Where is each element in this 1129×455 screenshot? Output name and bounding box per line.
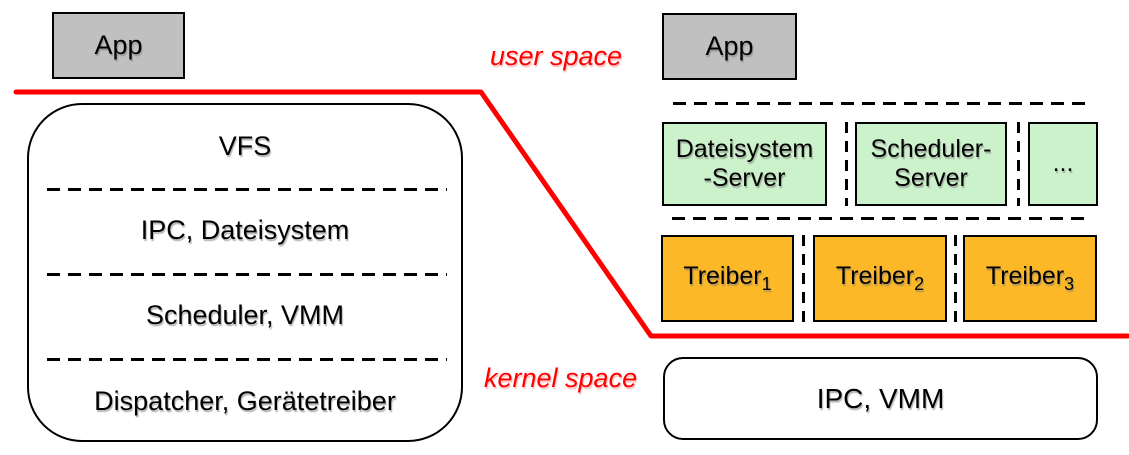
driver-subscript-3: 3 xyxy=(1064,274,1075,294)
kernel-layer-dispatcher-geraetetreiber: Dispatcher, Gerätetreiber xyxy=(94,385,396,416)
app-box-monolithic: App xyxy=(52,12,185,79)
server-box-scheduler: Scheduler- Server xyxy=(855,122,1007,206)
server-divider xyxy=(1017,122,1020,206)
driver-divider xyxy=(802,235,805,322)
server-driver-divider xyxy=(672,217,1085,220)
app-box-microkernel: App xyxy=(662,13,797,80)
driver-subscript-2: 2 xyxy=(914,274,925,294)
microkernel-label: IPC, VMM xyxy=(816,382,945,414)
driver-label-3: Treiber3 xyxy=(985,262,1075,294)
kernel-space-label: kernel space xyxy=(484,363,638,393)
driver-box-2: Treiber2 xyxy=(813,235,947,322)
kernel-layer-vfs: VFS xyxy=(218,131,272,161)
kernel-layer-ipc-dateisystem: IPC, Dateisystem xyxy=(140,215,350,245)
driver-box-1: Treiber1 xyxy=(661,235,794,322)
server-divider xyxy=(845,122,848,206)
driver-label-1: Treiber1 xyxy=(683,262,772,294)
driver-divider xyxy=(954,235,957,322)
layer-divider xyxy=(47,188,447,191)
user-space-label: user space xyxy=(490,41,623,71)
app-label-monolithic: App xyxy=(94,30,143,60)
driver-label-2: Treiber2 xyxy=(835,262,925,294)
layer-divider xyxy=(47,358,447,361)
app-label-microkernel: App xyxy=(705,31,754,61)
server-box-dateisystem: Dateisystem -Server xyxy=(662,122,827,206)
driver-box-3: Treiber3 xyxy=(963,235,1097,322)
monolithic-kernel-box: VFS IPC, Dateisystem Scheduler, VMM Disp… xyxy=(27,103,463,442)
layer-divider xyxy=(47,273,447,276)
microkernel-box: IPC, VMM xyxy=(663,357,1098,440)
kernel-layer-scheduler-vmm: Scheduler, VMM xyxy=(145,300,345,330)
driver-subscript-1: 1 xyxy=(761,274,772,294)
server-box-ellipsis: ... xyxy=(1028,122,1098,206)
server-row-top-divider xyxy=(673,102,1087,105)
